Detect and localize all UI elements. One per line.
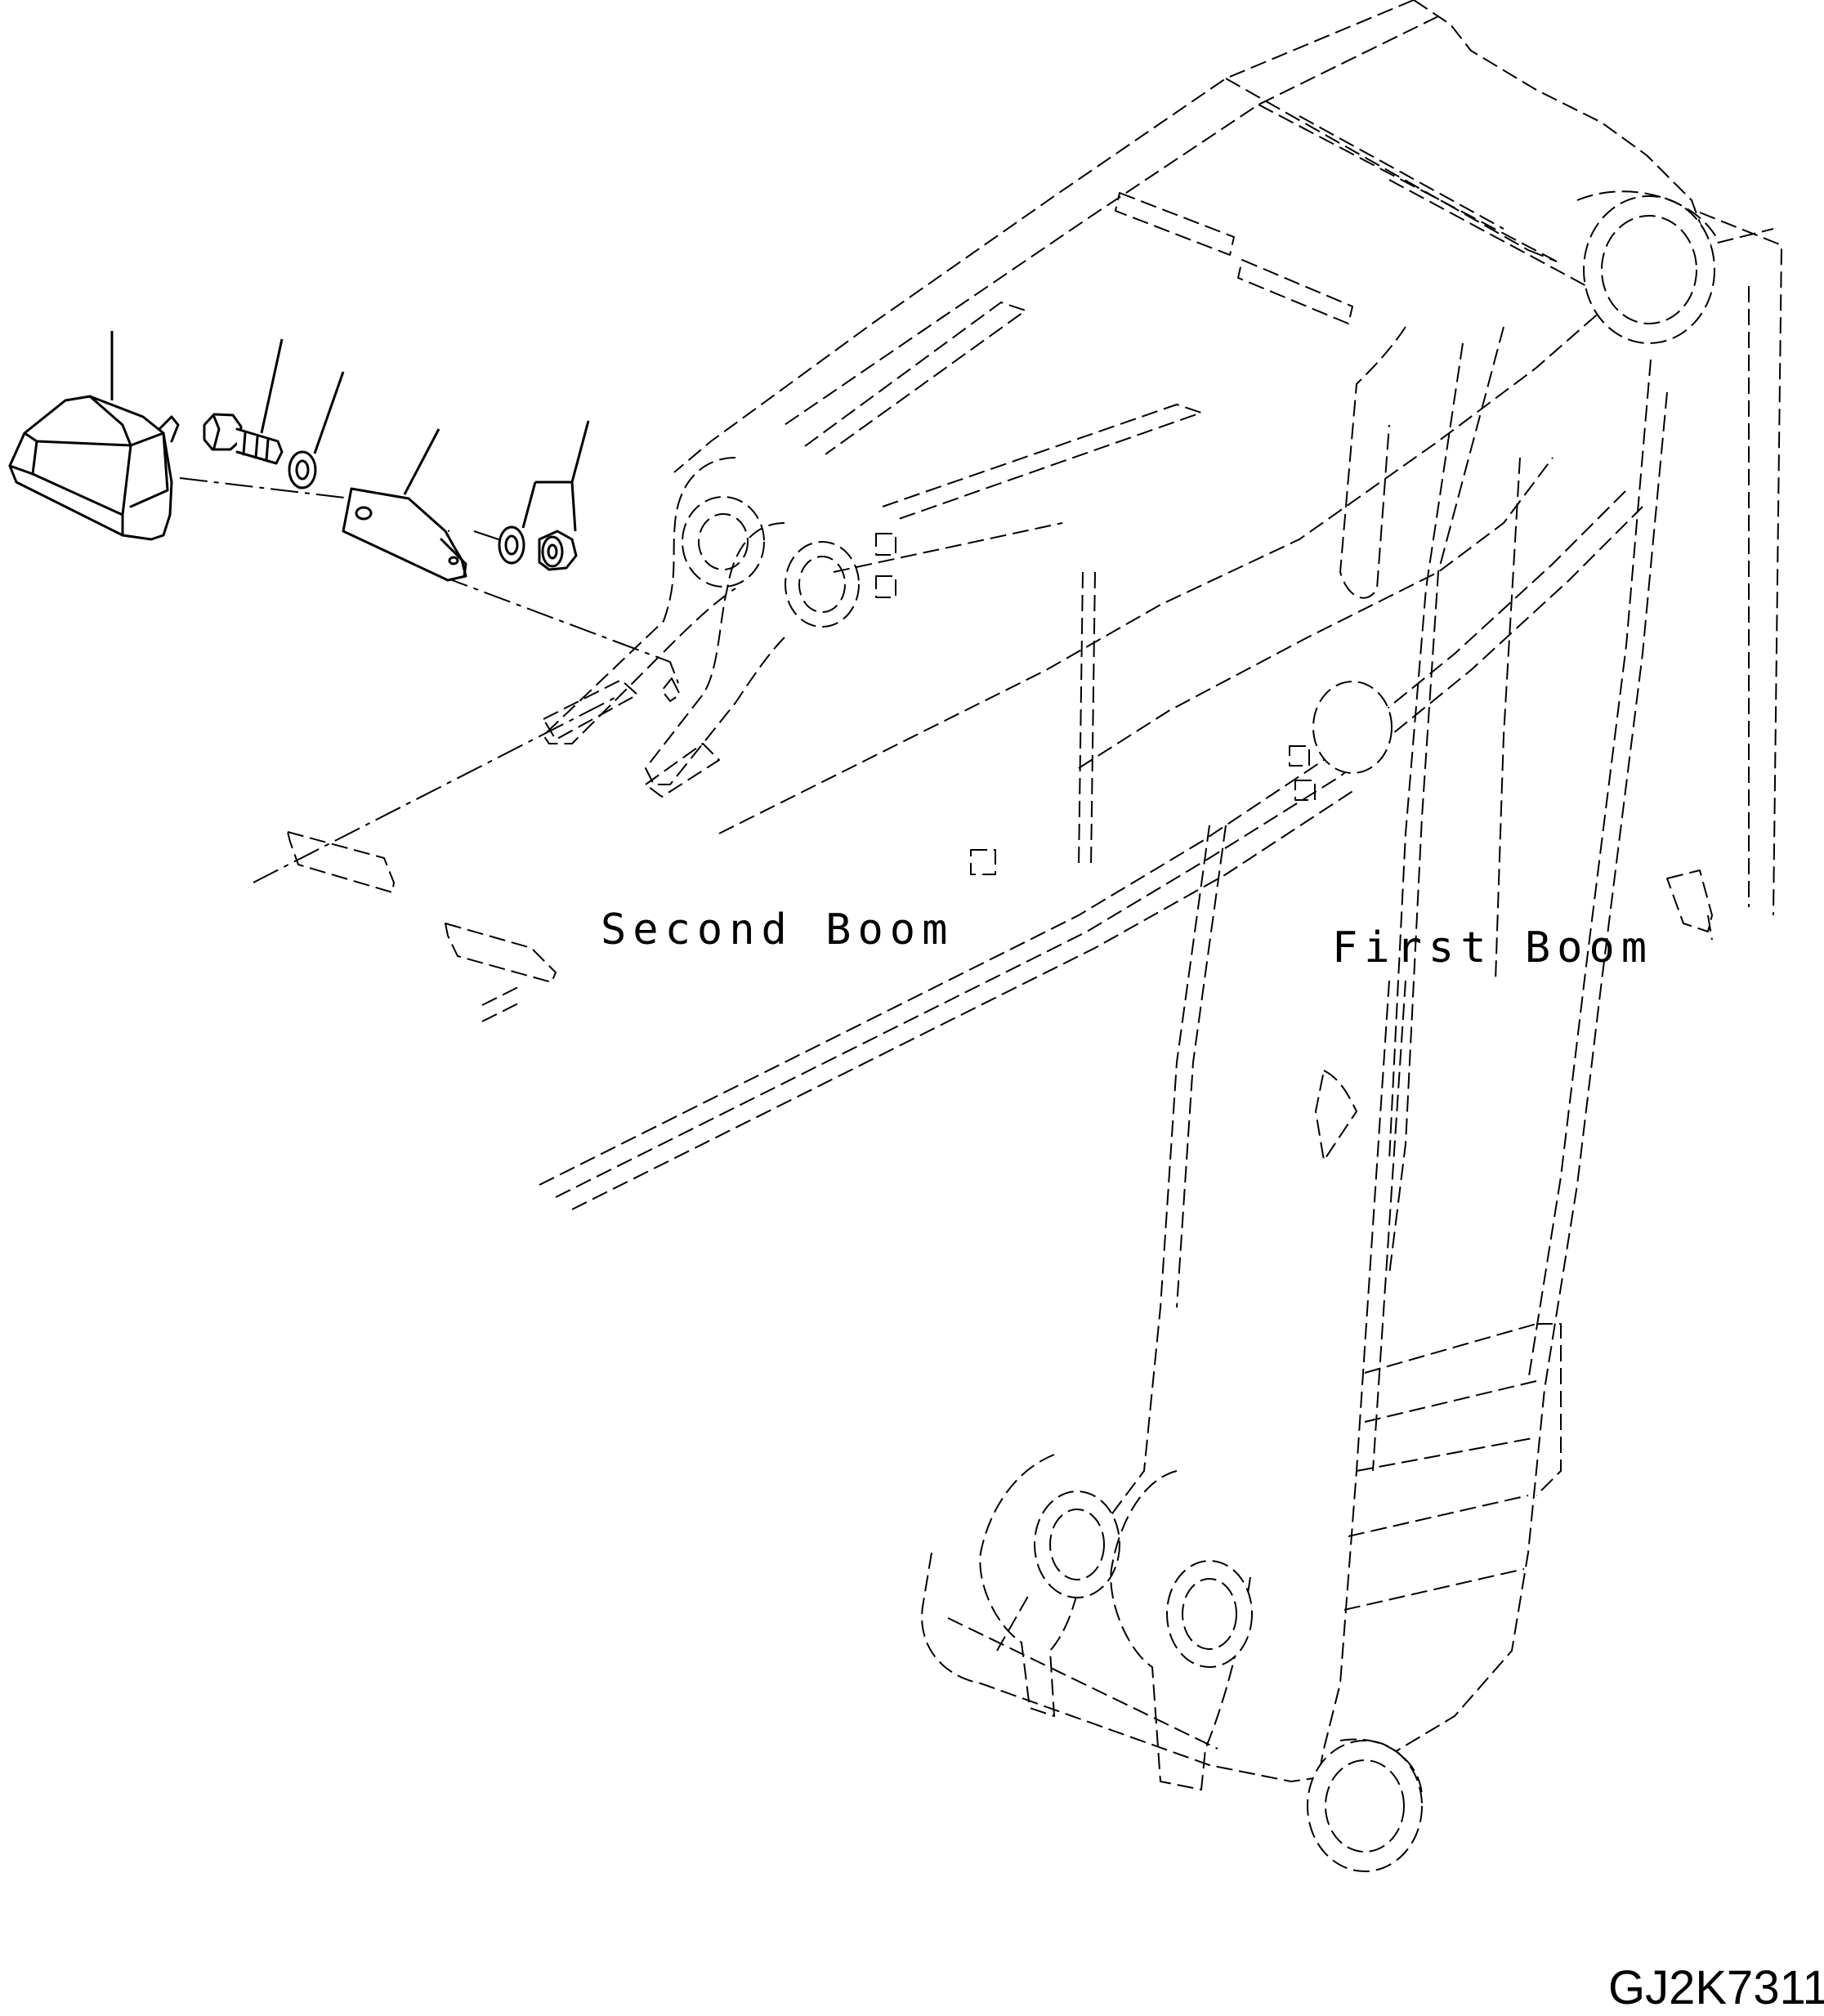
first-boom-outline bbox=[921, 190, 1782, 1872]
washer-icon bbox=[288, 450, 317, 489]
second-boom-label: Second Boom bbox=[601, 905, 954, 954]
second-boom-outline bbox=[287, 0, 1774, 1210]
callout-leaders bbox=[110, 331, 590, 532]
bolt-icon bbox=[203, 413, 284, 465]
bracket-icon bbox=[342, 487, 467, 582]
work-lamp-icon bbox=[8, 395, 180, 541]
nut-icon bbox=[498, 525, 578, 571]
first-boom-label: First Boom bbox=[1332, 923, 1653, 972]
figure-code: GJ2K7311 bbox=[1608, 1961, 1824, 2014]
